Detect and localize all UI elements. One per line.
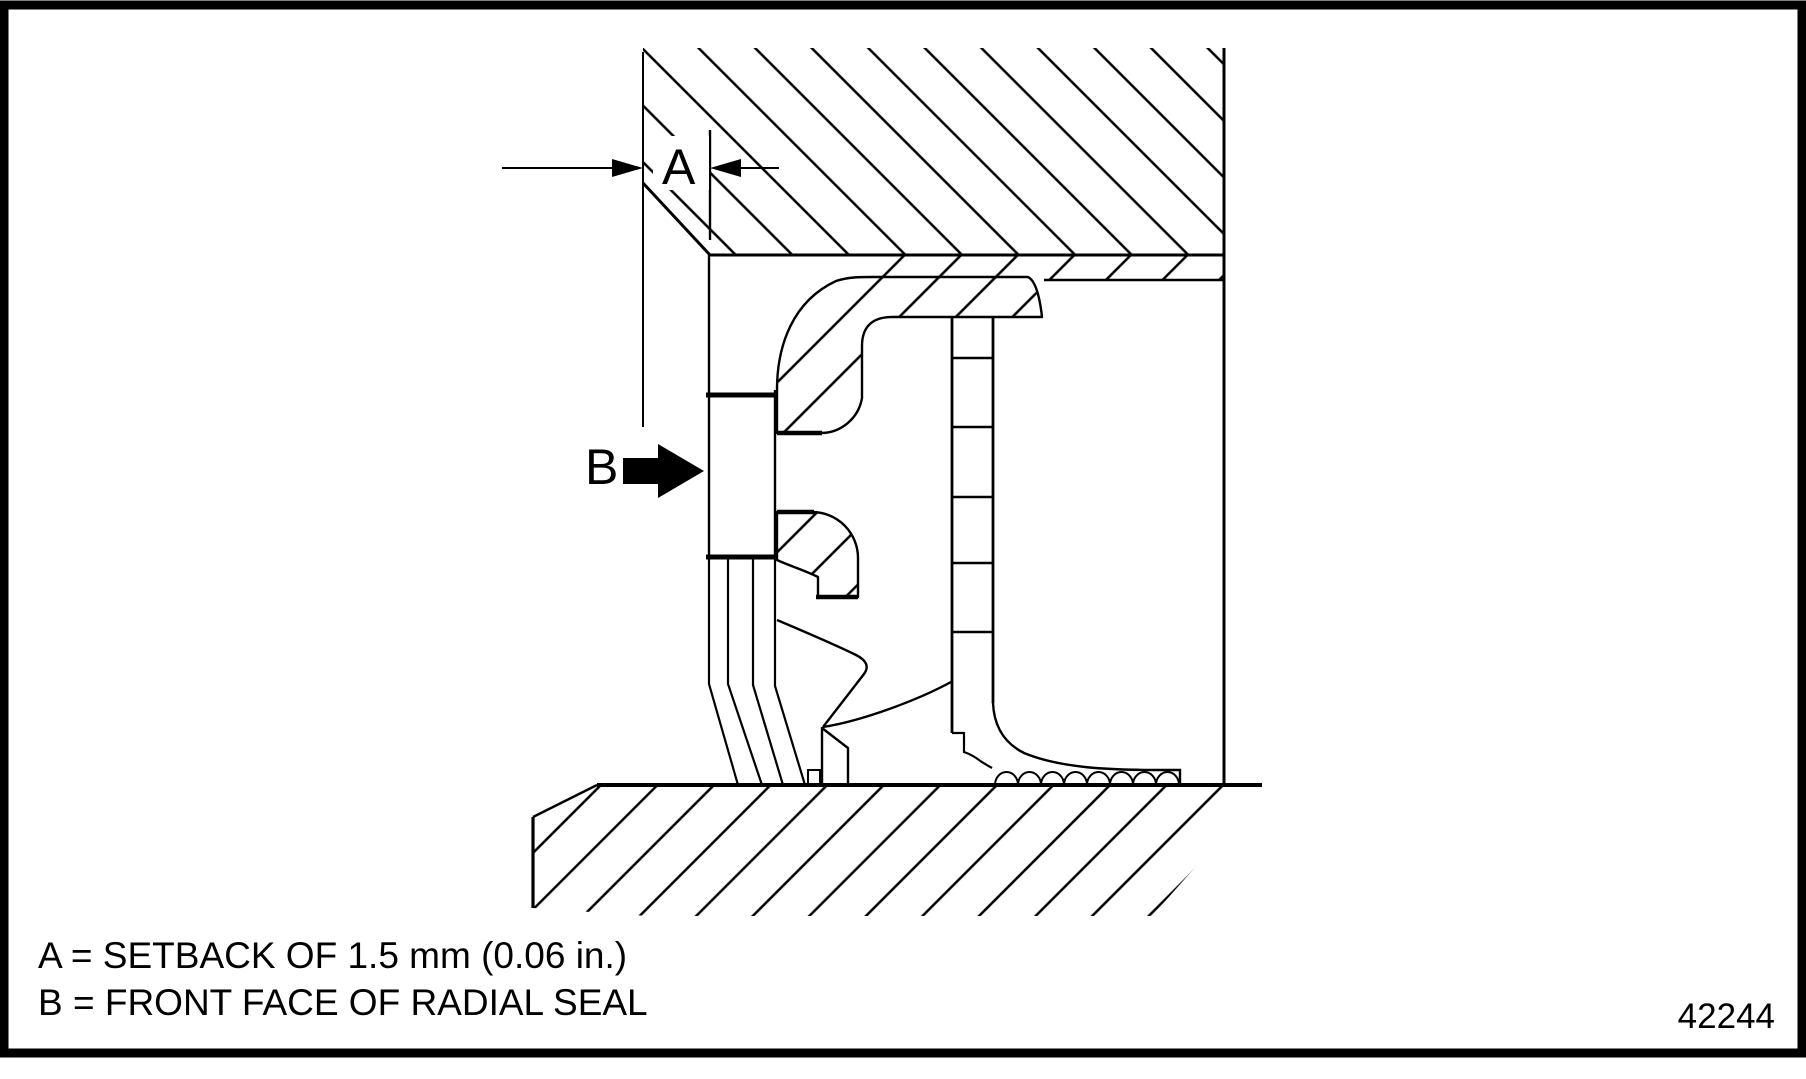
label-a: A (662, 139, 696, 195)
notch-block (807, 769, 821, 786)
seal-retainer (775, 509, 860, 600)
radial-seal (706, 255, 807, 786)
flywheel-bolt-stack (950, 317, 995, 769)
label-b-callout: B (585, 439, 704, 498)
dimension-a: A (502, 52, 779, 427)
arrowhead-left (612, 159, 643, 177)
b-arrow (623, 444, 704, 498)
arrowhead-right (710, 159, 741, 177)
engine-block (641, 48, 1224, 257)
gasket-strip (863, 255, 1224, 282)
label-a-halo (653, 136, 709, 190)
crankshaft-flange-profile (776, 618, 1182, 786)
lower-block (531, 783, 1262, 916)
seal-carrier (775, 275, 1044, 436)
seal-laminations (707, 557, 807, 786)
legend: A = SETBACK OF 1.5 mm (0.06 in.) B = FRO… (38, 935, 648, 1023)
legend-line-a: A = SETBACK OF 1.5 mm (0.06 in.) (38, 935, 627, 976)
figure-number: 42244 (1678, 997, 1775, 1036)
legend-line-b: B = FRONT FACE OF RADIAL SEAL (38, 982, 648, 1023)
label-b: B (585, 439, 618, 495)
